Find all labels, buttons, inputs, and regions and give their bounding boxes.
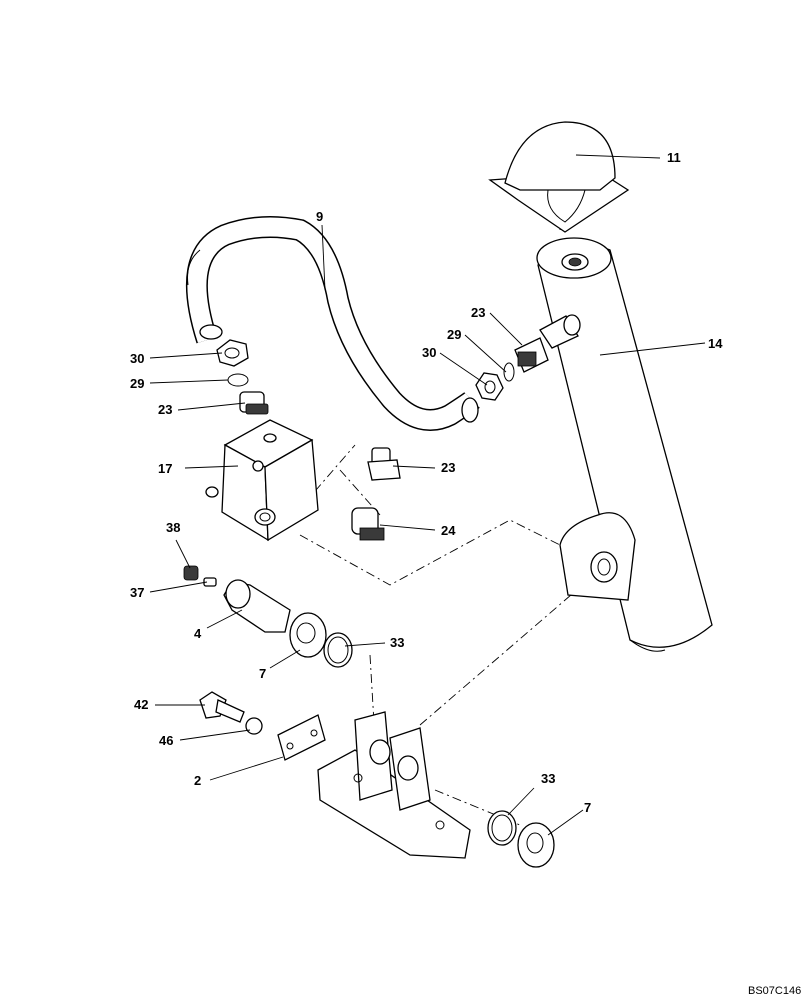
drawing-code: BS07C146: [748, 985, 801, 997]
part-14-cylinder: [536, 237, 713, 652]
callout-7-lower: 7: [584, 800, 591, 815]
mounting-bracket: [317, 711, 471, 859]
callout-29-right: 29: [447, 327, 461, 342]
callout-7-upper: 7: [259, 666, 266, 681]
part-11-bumper: [488, 121, 630, 233]
callout-37: 37: [130, 585, 144, 600]
callout-11: 11: [667, 150, 681, 165]
part-17-valve-block: [205, 419, 319, 542]
callout-23-right: 23: [471, 305, 485, 320]
callout-9: 9: [316, 209, 323, 224]
fittings-upper-left: [216, 339, 269, 415]
callout-2: 2: [194, 773, 201, 788]
callout-29-left: 29: [130, 376, 144, 391]
pin-and-fittings: [183, 565, 291, 633]
callout-33-upper: 33: [390, 635, 404, 650]
callout-38: 38: [166, 520, 180, 535]
fittings-middle: [351, 447, 401, 541]
callout-4: 4: [194, 626, 202, 641]
callout-46: 46: [159, 733, 173, 748]
callout-17: 17: [158, 461, 172, 476]
callout-23-middle: 23: [441, 460, 455, 475]
fittings-right: [475, 314, 581, 401]
callout-30-right: 30: [422, 345, 436, 360]
washers-upper: [289, 612, 353, 668]
callout-14: 14: [708, 336, 723, 351]
washers-lower: [487, 810, 555, 868]
callout-30-left: 30: [130, 351, 144, 366]
part-9-hose: [185, 216, 480, 431]
callout-24: 24: [441, 523, 456, 538]
callout-42: 42: [134, 697, 148, 712]
callout-33-lower: 33: [541, 771, 555, 786]
callout-23-left: 23: [158, 402, 172, 417]
callout-labels: 11 9 14 23 29 30 30 29 23 17 23 24 38 37…: [130, 150, 723, 815]
leader-lines: [149, 154, 706, 836]
bolt-washer-plate: [199, 691, 326, 761]
